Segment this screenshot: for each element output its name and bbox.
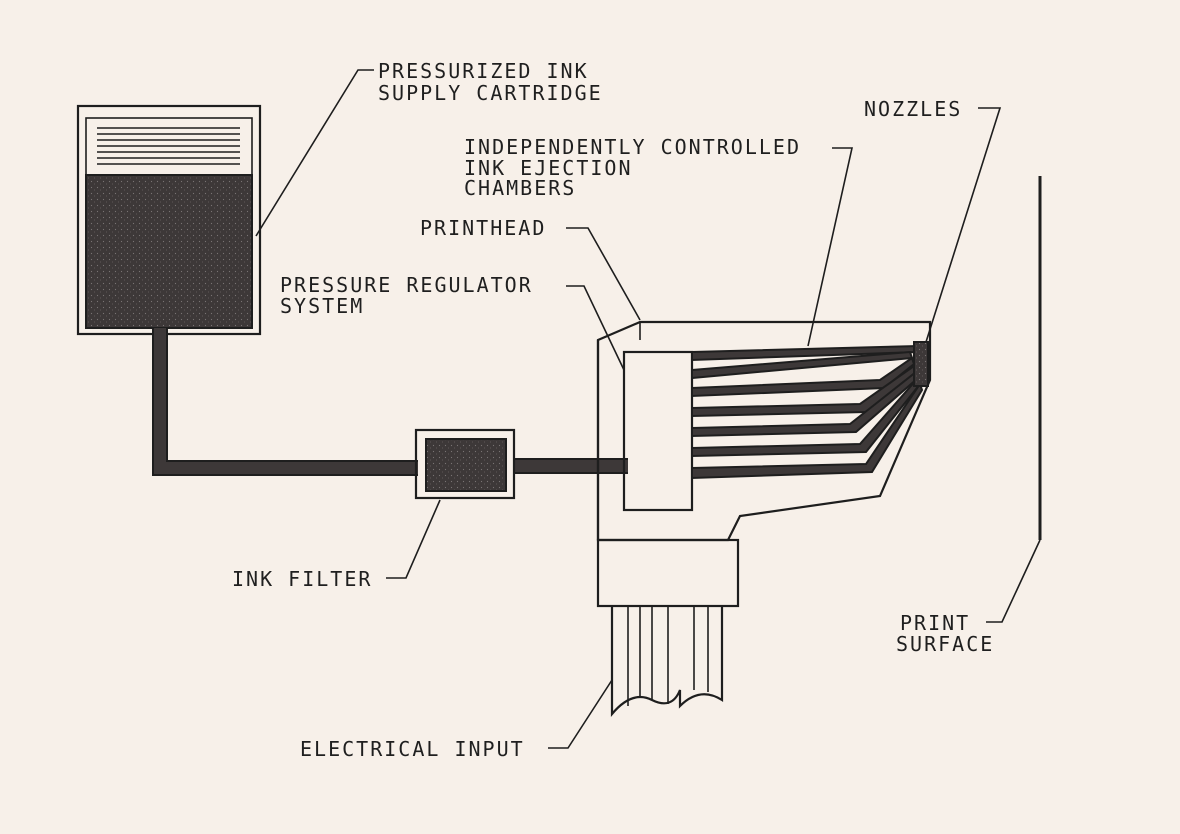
electrical-input-ribbon [610, 606, 724, 718]
leader-lines [255, 69, 1041, 749]
pressure-regulator [622, 350, 694, 512]
label-printhead: PRINTHEAD [420, 216, 546, 240]
label-regulator-line1: PRESSURE REGULATOR [280, 273, 533, 297]
label-chambers-line3: CHAMBERS [464, 176, 576, 200]
label-cartridge-line1: PRESSURIZED INK [378, 59, 589, 83]
ink-filter [414, 428, 516, 500]
label-regulator-line2: SYSTEM [280, 294, 364, 318]
cartridge-ink [85, 174, 253, 329]
electrical-connector [596, 538, 740, 608]
label-nozzles: NOZZLES [864, 97, 962, 121]
ink-supply-tube [152, 328, 628, 476]
ink-supply-cartridge [76, 104, 262, 336]
label-print-surface-line1: PRINT [900, 611, 970, 635]
label-print-surface-line2: SURFACE [896, 632, 994, 656]
label-chambers-line2: INK EJECTION [464, 156, 633, 180]
label-electrical-input: ELECTRICAL INPUT [300, 737, 525, 761]
nozzle-plate [913, 341, 929, 387]
ink-ejection-chambers [691, 344, 924, 480]
label-cartridge-line2: SUPPLY CARTRIDGE [378, 81, 603, 105]
label-ink-filter: INK FILTER [232, 567, 372, 591]
cartridge-air-space-lines [97, 127, 240, 165]
label-chambers-line1: INDEPENDENTLY CONTROLLED [464, 135, 801, 159]
